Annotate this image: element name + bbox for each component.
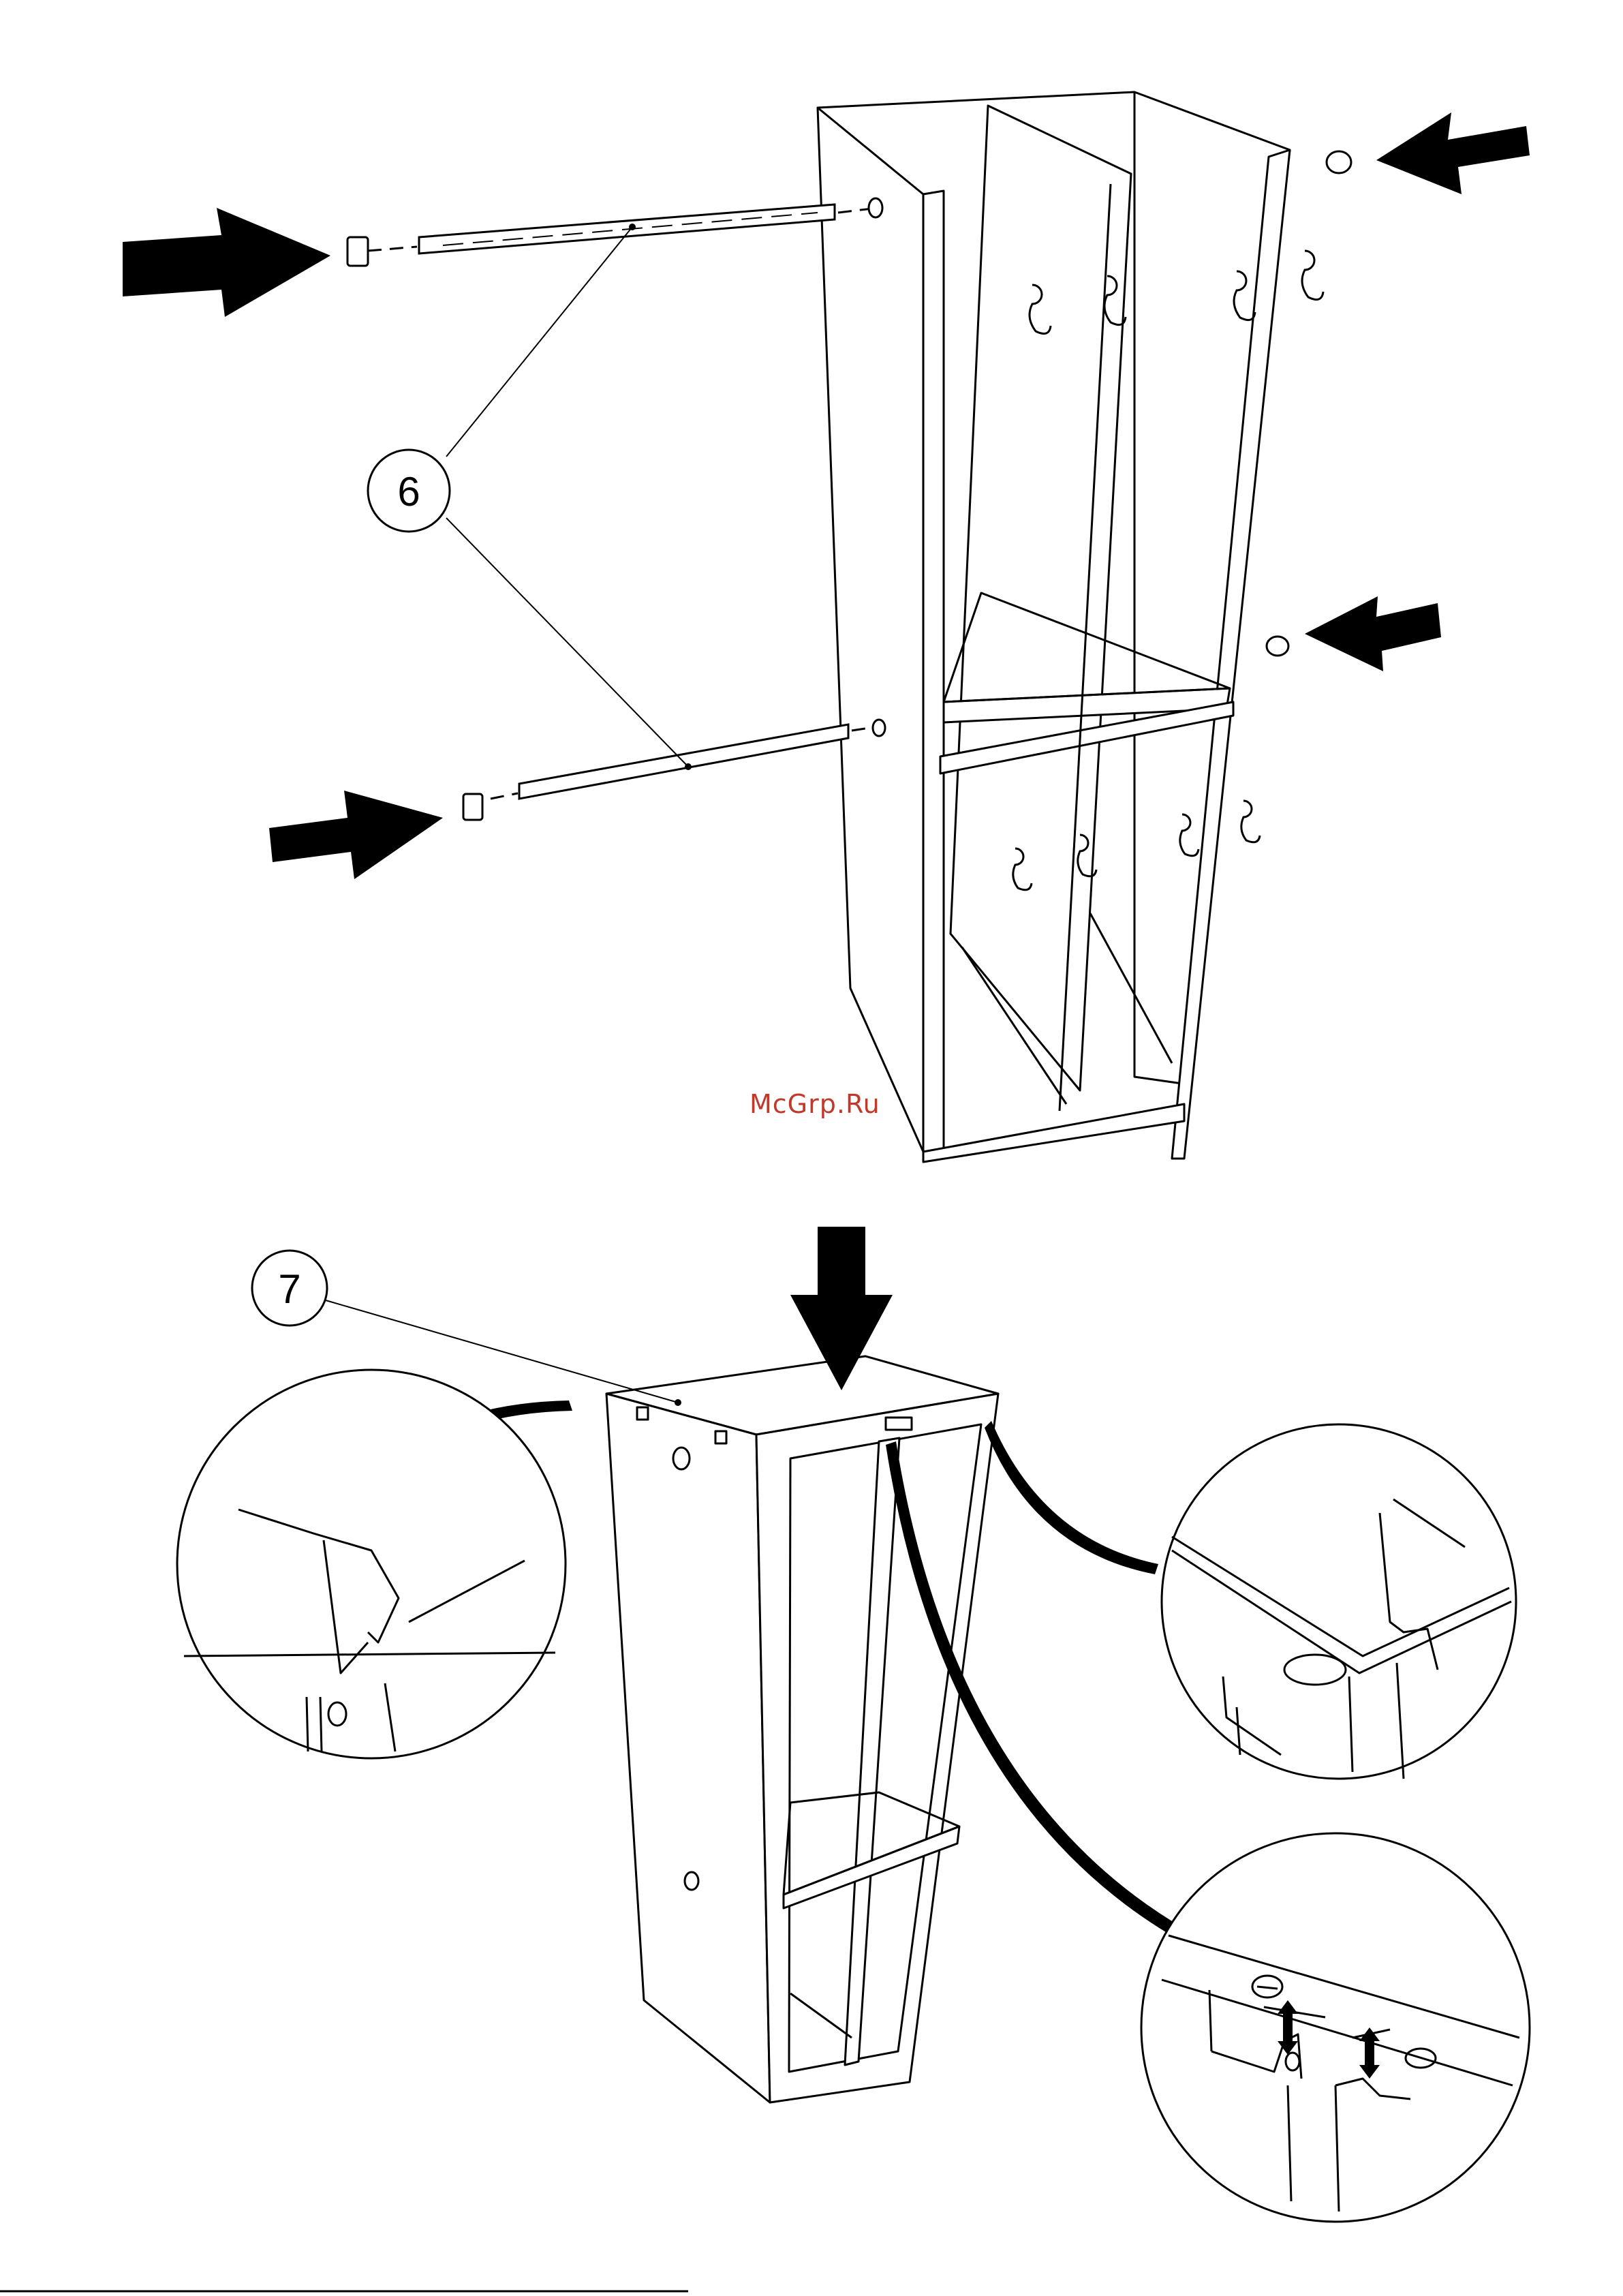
step-6-number: 6 <box>397 469 420 515</box>
callout-6: 6 <box>368 224 692 770</box>
step-7-cabinet <box>606 1356 998 2102</box>
upper-rod <box>368 204 872 254</box>
detail-circle-top-corner <box>177 1370 566 1758</box>
lower-rod <box>491 724 879 799</box>
watermark: McGrp.Ru <box>749 1089 880 1119</box>
step-7-number: 7 <box>278 1266 300 1312</box>
step-6-cabinet <box>818 92 1290 1162</box>
detail-circle-frame-joint <box>1162 1424 1516 1779</box>
detail-circle-clip-alignment <box>1141 1833 1530 2222</box>
